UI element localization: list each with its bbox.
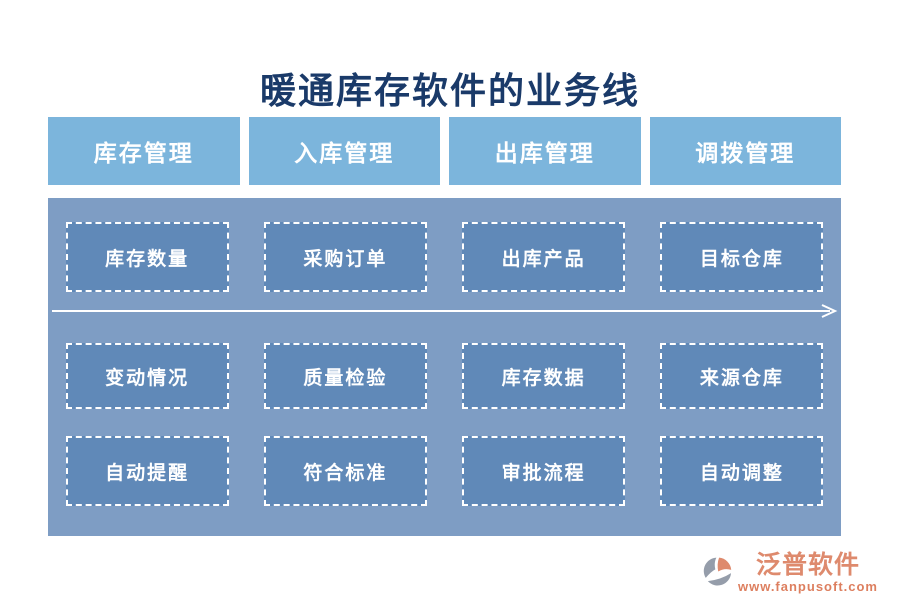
flow-cell: 库存数量 [48,222,246,292]
box-approval-process: 审批流程 [462,436,626,506]
header-transfer-management: 调拨管理 [649,117,841,185]
flow-panel: 库存数量 采购订单 出库产品 目标仓库 变动情况 质量检验 [48,198,841,536]
flow-cell: 目标仓库 [643,222,841,292]
flow-row-3: 自动提醒 符合标准 审批流程 自动调整 [48,436,841,506]
header-outbound-management: 出库管理 [449,117,641,185]
flow-cell: 符合标准 [246,436,444,506]
box-auto-reminder: 自动提醒 [65,436,229,506]
right-arrow-icon [52,304,838,318]
flow-cell: 采购订单 [246,222,444,292]
flow-arrow [52,304,838,318]
box-outbound-product: 出库产品 [462,222,626,292]
page-title: 暖通库存软件的业务线 [259,71,640,111]
flow-cell: 审批流程 [445,436,643,506]
header-inbound-management: 入库管理 [248,117,440,185]
flow-cell: 来源仓库 [643,343,841,409]
box-change-status: 变动情况 [65,343,229,409]
flow-cell: 库存数据 [445,343,643,409]
flow-cell: 自动调整 [643,436,841,506]
box-purchase-order: 采购订单 [263,222,427,292]
brand-text-block: 泛普软件 www.fanpusoft.com [737,551,878,594]
brand-name: 泛普软件 [755,551,860,579]
box-meet-standard: 符合标准 [263,436,427,506]
box-inventory-quantity: 库存数量 [65,222,229,292]
flow-cell: 自动提醒 [48,436,246,506]
flow-cell: 出库产品 [445,222,643,292]
box-quality-inspection: 质量检验 [263,343,427,409]
box-inventory-data: 库存数据 [462,343,626,409]
flow-cell: 质量检验 [246,343,444,409]
box-target-warehouse: 目标仓库 [660,222,824,292]
flow-row-2: 变动情况 质量检验 库存数据 来源仓库 [48,343,841,409]
flow-row-1: 库存数量 采购订单 出库产品 目标仓库 [48,222,841,292]
header-row: 库存管理 入库管理 出库管理 调拨管理 [48,117,841,185]
box-auto-adjust: 自动调整 [660,436,824,506]
brand-url: www.fanpusoft.com [737,579,878,594]
brand-watermark: 泛普软件 www.fanpusoft.com [702,551,878,594]
box-source-warehouse: 来源仓库 [660,343,824,409]
flow-cell: 变动情况 [48,343,246,409]
header-inventory-management: 库存管理 [48,117,240,185]
fanpu-logo-icon [703,557,732,586]
